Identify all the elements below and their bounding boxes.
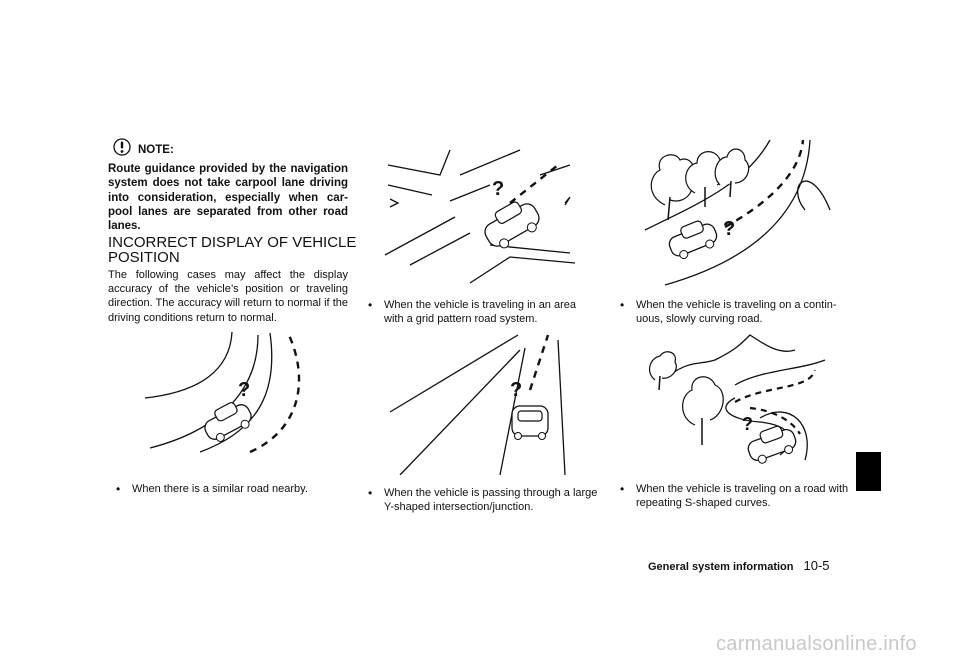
bullet-marker: • bbox=[620, 298, 625, 312]
figure-s-curves: ? bbox=[640, 330, 835, 470]
case-text: When the vehicle is traveling on a road … bbox=[636, 483, 849, 510]
car-icon bbox=[511, 405, 549, 440]
case-text: When the vehicle is traveling in an area… bbox=[384, 299, 576, 326]
figure-similar-road: ? bbox=[140, 330, 315, 455]
page-footer: General system information 10-5 bbox=[648, 558, 830, 573]
bullet-marker: • bbox=[368, 298, 373, 312]
tree-icon bbox=[648, 351, 724, 445]
svg-text:?: ? bbox=[510, 379, 522, 401]
note-text: Route guidance provided by the navigatio… bbox=[108, 163, 348, 233]
footer-section-name: General system information bbox=[648, 561, 794, 573]
chapter-thumb-tab bbox=[856, 452, 881, 491]
car-icon bbox=[204, 402, 252, 442]
car-icon bbox=[747, 425, 797, 464]
case-item-1: • When there is a similar road nearby. bbox=[116, 482, 346, 496]
svg-text:?: ? bbox=[492, 178, 504, 200]
svg-text:?: ? bbox=[742, 414, 753, 434]
figure-y-junction: ? bbox=[380, 330, 580, 475]
section-intro: The following cases may affect the displ… bbox=[108, 269, 348, 324]
figure-grid-roads: ? bbox=[380, 145, 580, 285]
case-item-2: • When the vehicle is traveling in an ar… bbox=[368, 298, 598, 326]
case-item-5: • When the vehicle is traveling on a roa… bbox=[620, 482, 852, 510]
case-text: When the vehicle is traveling on a conti… bbox=[636, 299, 837, 326]
figure-curving-road: ? bbox=[635, 135, 835, 290]
car-icon bbox=[484, 201, 540, 249]
bullet-marker: • bbox=[368, 486, 373, 500]
note-header: NOTE: bbox=[112, 137, 174, 162]
svg-text:?: ? bbox=[723, 218, 735, 240]
case-text: When the vehicle is passing through a la… bbox=[384, 487, 598, 514]
car-icon bbox=[668, 220, 718, 260]
tree-icon bbox=[650, 148, 750, 221]
section-title: INCORRECT DISPLAY OF VEHICLE POSITION bbox=[108, 234, 357, 266]
case-item-3: • When the vehicle is passing through a … bbox=[368, 486, 598, 514]
watermark: carmanualsonline.info bbox=[716, 633, 917, 655]
page-number: 10-5 bbox=[803, 558, 830, 573]
note-title: NOTE: bbox=[138, 143, 174, 156]
case-item-4: • When the vehicle is traveling on a con… bbox=[620, 298, 852, 326]
bullet-marker: • bbox=[620, 482, 625, 496]
bullet-marker: • bbox=[116, 482, 121, 496]
exclamation-icon bbox=[112, 137, 132, 162]
svg-text:?: ? bbox=[238, 379, 250, 401]
case-text: When there is a similar road nearby. bbox=[132, 483, 308, 495]
